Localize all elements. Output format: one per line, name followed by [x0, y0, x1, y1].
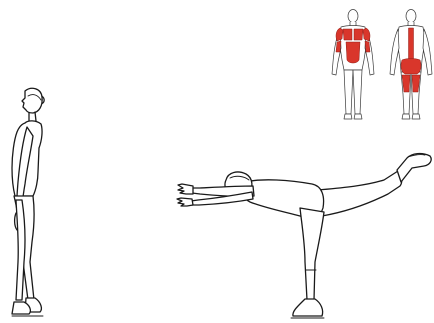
single-leg-forward-reach-pose: [177, 154, 431, 318]
muscle-map-front-view: [332, 10, 374, 120]
standing-start-pose: [12, 88, 44, 316]
muscle-map-back-view: [390, 10, 432, 120]
